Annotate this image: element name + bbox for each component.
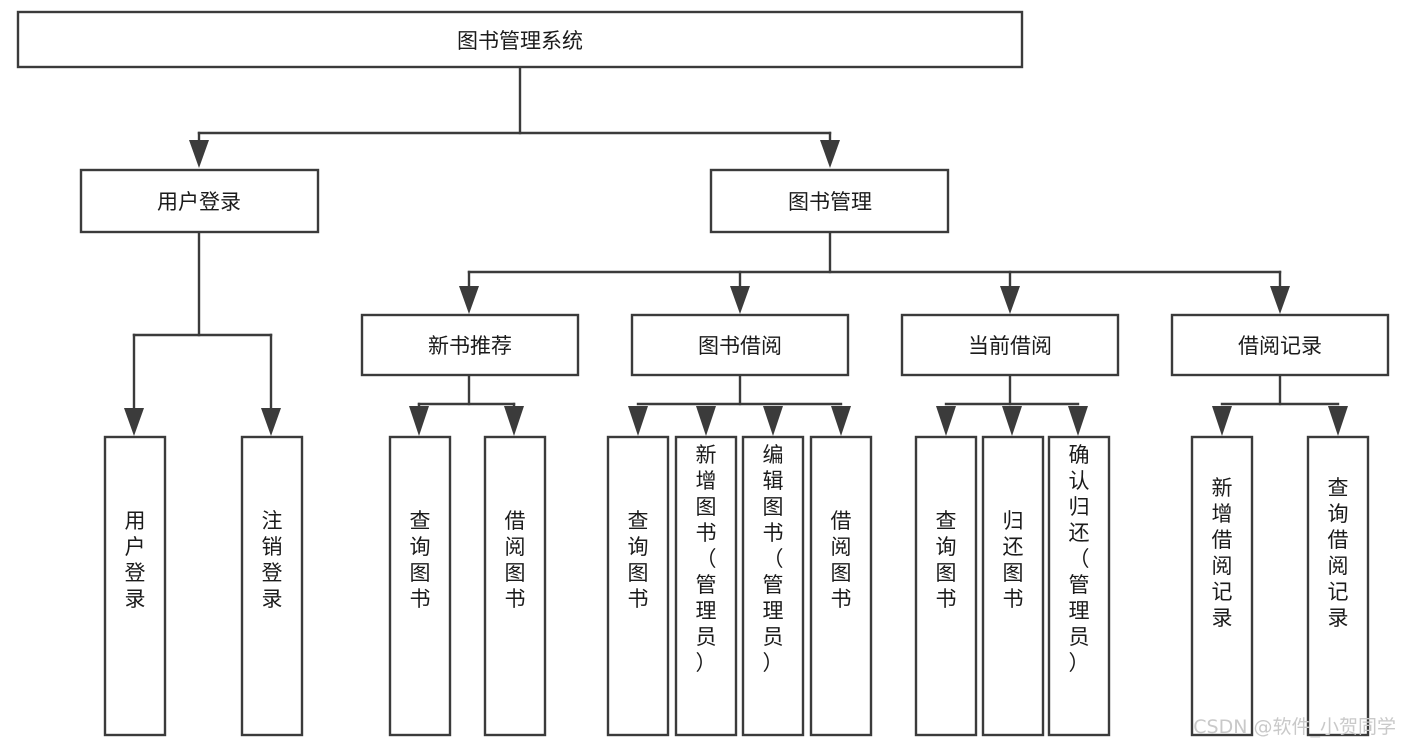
leaf-user-login-label: 用户登录 [125,509,146,611]
connector-layer [124,65,1348,436]
leaf-node[interactable]: 借阅图书 [809,435,873,737]
leaf-node[interactable]: 编辑图书（管理员） [741,435,805,737]
arrow-head-new-book-recommend [459,286,479,314]
arrow-head-leaf-add-record [1212,406,1232,436]
leaf-node[interactable]: 查询借阅记录 [1306,435,1370,737]
leaf-node[interactable]: 借阅图书 [483,435,547,737]
leaf-confirm-return-label: 确认归还（管理员） [1069,443,1090,675]
leaf-edit-book-box[interactable] [741,435,805,737]
csdn-watermark: CSDN @软件_小贺同学 [1193,716,1396,738]
arrow-head-book-management [820,140,840,168]
book-borrow-box[interactable] [630,313,850,377]
arrow-head-leaf-borrow-book-2 [831,406,851,436]
leaf-node[interactable]: 注销登录 [240,435,304,737]
root-label: 图书管理系统 [457,29,583,53]
leaf-node[interactable]: 确认归还（管理员） [1047,435,1111,737]
leaf-query-record-label: 查询借阅记录 [1328,476,1349,630]
user-login-box[interactable] [79,168,320,234]
book-management-box[interactable] [709,168,950,234]
leaf-logout-login-box[interactable] [240,435,304,737]
leaf-user-login-box[interactable] [103,435,167,737]
leaf-query-book-1-label: 查询图书 [410,509,431,611]
leaf-logout-login-label: 注销登录 [262,509,283,611]
leaf-query-book-2-label: 查询图书 [628,509,649,611]
leaf-add-record-box[interactable] [1190,435,1254,737]
new-book-recommend-label: 新书推荐 [428,334,512,358]
arrow-head-leaf-query-book-2 [628,406,648,436]
arrow-head-current-borrow [1000,286,1020,314]
leaf-node[interactable]: 归还图书 [981,435,1045,737]
leaf-borrow-book-1-box[interactable] [483,435,547,737]
arrow-head-leaf-query-book-3 [936,406,956,436]
arrow-head-leaf-borrow-book-1 [504,406,524,436]
arrow-head-leaf-logout-login [261,408,281,436]
current-borrow-box[interactable] [900,313,1120,377]
node-user-login[interactable]: 用户登录 [79,168,320,234]
node-book-borrow[interactable]: 图书借阅 [630,313,850,377]
borrow-record-box[interactable] [1170,313,1390,377]
leaf-query-book-3-label: 查询图书 [936,509,957,611]
arrow-head-leaf-return-book [1002,406,1022,436]
leaf-edit-book-label: 编辑图书（管理员） [763,443,784,675]
node-current-borrow[interactable]: 当前借阅 [900,313,1120,377]
node-new-book-recommend[interactable]: 新书推荐 [360,313,580,377]
new-book-recommend-box[interactable] [360,313,580,377]
node-root[interactable]: 图书管理系统 [16,10,1024,69]
node-borrow-record[interactable]: 借阅记录 [1170,313,1390,377]
arrow-head-leaf-confirm-return [1068,406,1088,436]
leaf-add-book-label: 新增图书（管理员） [696,443,717,675]
arrow-head-book-borrow [730,286,750,314]
root-box[interactable] [16,10,1024,69]
leaf-add-record-label: 新增借阅记录 [1212,476,1233,630]
arrow-head-borrow-record [1270,286,1290,314]
leaf-query-book-3-box[interactable] [914,435,978,737]
leaf-node[interactable]: 新增图书（管理员） [674,435,738,737]
book-borrow-label: 图书借阅 [698,334,782,358]
leaf-query-book-1-box[interactable] [388,435,452,737]
user-login-label: 用户登录 [157,190,241,214]
leaf-node[interactable]: 查询图书 [606,435,670,737]
leaf-node[interactable]: 查询图书 [388,435,452,737]
leaf-node[interactable]: 查询图书 [914,435,978,737]
leaf-return-book-label: 归还图书 [1003,509,1024,611]
leaf-query-record-box[interactable] [1306,435,1370,737]
leaf-query-book-2-box[interactable] [606,435,670,737]
leaf-node[interactable]: 用户登录 [103,435,167,737]
arrow-head-leaf-edit-book [763,406,783,436]
borrow-record-label: 借阅记录 [1238,334,1322,358]
current-borrow-label: 当前借阅 [968,334,1052,358]
arrow-head-leaf-add-book [696,406,716,436]
leaf-return-book-box[interactable] [981,435,1045,737]
leaf-borrow-book-2-label: 借阅图书 [831,509,852,611]
leaf-add-book-box[interactable] [674,435,738,737]
arrow-head-leaf-user-login [124,408,144,436]
arrow-head-user-login [189,140,209,168]
leaf-node[interactable]: 新增借阅记录 [1190,435,1254,737]
leaf-borrow-book-1-label: 借阅图书 [505,509,526,611]
leaf-confirm-return-box[interactable] [1047,435,1111,737]
arrow-head-leaf-query-record [1328,406,1348,436]
leaf-borrow-book-2-box[interactable] [809,435,873,737]
node-book-management[interactable]: 图书管理 [709,168,950,234]
arrow-head-leaf-query-book-1 [409,406,429,436]
book-management-label: 图书管理 [788,190,872,214]
